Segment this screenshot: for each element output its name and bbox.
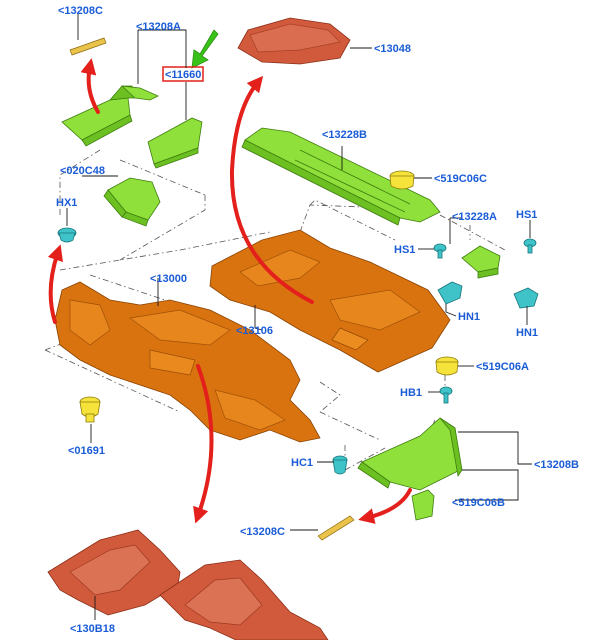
callout-519C06B[interactable]: <519C06B — [452, 497, 505, 509]
part-13228A-plate[interactable] — [461, 245, 501, 279]
callout-519C06C[interactable]: <519C06C — [434, 173, 487, 185]
callout-HN1-right[interactable]: HN1 — [516, 327, 538, 339]
leader-lines — [66, 12, 532, 620]
callout-HC1[interactable]: HC1 — [291, 457, 313, 469]
callout-labels: <13208C <13208A <11660 <13048 <13228B <0… — [56, 5, 579, 635]
part-HS1-left-screw[interactable] — [433, 243, 447, 259]
callout-519C06A[interactable]: <519C06A — [476, 361, 529, 373]
part-01691-plug[interactable] — [79, 396, 101, 423]
part-HN1-right-nut[interactable] — [513, 287, 539, 309]
part-519C06B-bracket[interactable] — [411, 489, 435, 521]
callout-13208C-top[interactable]: <13208C — [58, 5, 103, 17]
green-indicator-arrow — [191, 29, 219, 69]
part-HX1-fastener[interactable] — [57, 227, 77, 243]
highlight-box-11660 — [162, 66, 204, 82]
callout-13208A-top[interactable]: <13208A — [136, 21, 181, 33]
callout-13208C-bottom[interactable]: <13208C — [240, 526, 285, 538]
callout-13208B[interactable]: <13208B — [534, 459, 579, 471]
callout-020C48[interactable]: <020C48 — [60, 165, 105, 177]
part-519C06C-clip[interactable] — [389, 170, 415, 190]
part-HS1-right-screw[interactable] — [523, 238, 537, 254]
part-13208A-scuff-plate[interactable] — [61, 85, 159, 147]
part-020C48-bracket[interactable] — [103, 177, 161, 227]
callout-130B18[interactable]: <130B18 — [70, 623, 115, 635]
callout-13106[interactable]: <13106 — [236, 325, 273, 337]
callout-HN1-left[interactable]: HN1 — [458, 311, 480, 323]
part-HN1-left-nut[interactable] — [437, 281, 463, 305]
part-13208B-scuff-plate[interactable] — [357, 417, 463, 491]
callout-HB1[interactable]: HB1 — [400, 387, 422, 399]
callout-13000[interactable]: <13000 — [150, 273, 187, 285]
part-519C06A-clip[interactable] — [435, 356, 459, 376]
part-HB1-fastener[interactable] — [439, 386, 453, 404]
part-HC1-fastener[interactable] — [332, 455, 348, 475]
part-13106-rear-carpet[interactable] — [209, 229, 451, 373]
part-13000-front-carpet[interactable] — [54, 281, 321, 443]
assembly-dash-lines — [44, 149, 506, 471]
callout-13048[interactable]: <13048 — [374, 43, 411, 55]
part-13208C-bottom-strip[interactable] — [317, 515, 355, 541]
part-130B18-floor-mats[interactable] — [47, 529, 329, 640]
red-movement-arrows — [47, 58, 412, 524]
callout-11660[interactable]: <11660 — [165, 69, 201, 81]
callout-13228B[interactable]: <13228B — [322, 129, 367, 141]
part-13048-panel[interactable] — [237, 17, 351, 65]
callout-01691[interactable]: <01691 — [68, 445, 105, 457]
callout-HS1-left[interactable]: HS1 — [394, 244, 415, 256]
part-11660-panel[interactable] — [147, 117, 203, 169]
part-13228B-sill-plate[interactable] — [241, 127, 441, 226]
callout-HX1[interactable]: HX1 — [56, 197, 77, 209]
callout-13228A[interactable]: <13228A — [452, 211, 497, 223]
callout-HS1-right[interactable]: HS1 — [516, 209, 537, 221]
part-13208C-top-strip[interactable] — [69, 37, 107, 56]
